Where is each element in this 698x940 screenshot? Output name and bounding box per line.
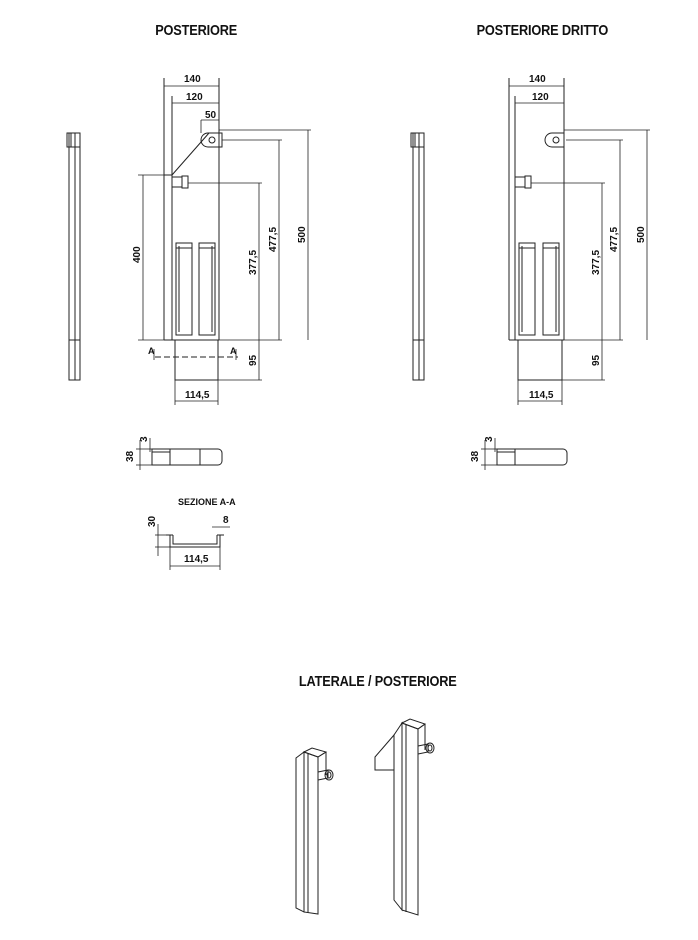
dim-dritto-477-5: 477,5 (609, 227, 620, 252)
dim-posteriore-400: 400 (132, 246, 143, 263)
posteriore-dritto-top-view (481, 438, 568, 470)
dim-dritto-top-38: 38 (470, 450, 481, 462)
dim-posteriore-140: 140 (184, 74, 201, 85)
title-posteriore-dritto: POSTERIORE DRITTO (476, 22, 609, 39)
laterale-3d-bracket (374, 718, 435, 916)
dim-posteriore-477-5: 477,5 (268, 227, 279, 252)
dim-top-3: 3 (139, 436, 150, 442)
dim-section-8: 8 (223, 515, 229, 526)
dim-dritto-500: 500 (636, 226, 647, 243)
section-mark-left: A (148, 346, 155, 356)
dim-posteriore-95: 95 (248, 354, 259, 366)
section-title: SEZIONE A-A (178, 497, 236, 507)
dim-dritto-top-3: 3 (484, 436, 495, 442)
posteriore-dritto-side-profile (410, 132, 425, 381)
dim-posteriore-114-5: 114,5 (185, 390, 210, 401)
dim-dritto-120: 120 (532, 92, 549, 103)
dim-posteriore-500: 500 (297, 226, 308, 243)
title-laterale-posteriore: LATERALE / POSTERIORE (298, 673, 457, 690)
laterale-3d-straight (295, 747, 334, 915)
section-a-a-view (155, 524, 230, 570)
dim-dritto-114-5: 114,5 (529, 390, 554, 401)
dim-section-114-5: 114,5 (184, 554, 209, 565)
posteriore-dritto-front-view (508, 78, 565, 381)
posteriore-front-view (155, 78, 238, 381)
posteriore-top-view (136, 438, 223, 470)
dim-dritto-140: 140 (529, 74, 546, 85)
dim-section-30: 30 (147, 515, 158, 527)
dim-posteriore-50: 50 (205, 110, 217, 121)
dim-posteriore-377-5: 377,5 (248, 250, 259, 275)
dim-top-38: 38 (125, 450, 136, 462)
posteriore-dritto-dimension-lines (508, 78, 650, 405)
dim-posteriore-120: 120 (186, 92, 203, 103)
section-mark-right: A (230, 346, 237, 356)
dim-dritto-95: 95 (591, 354, 602, 366)
title-posteriore: POSTERIORE (155, 22, 238, 39)
dim-dritto-377-5: 377,5 (591, 250, 602, 275)
posteriore-side-profile (66, 132, 81, 381)
posteriore-dimension-lines (138, 78, 311, 405)
